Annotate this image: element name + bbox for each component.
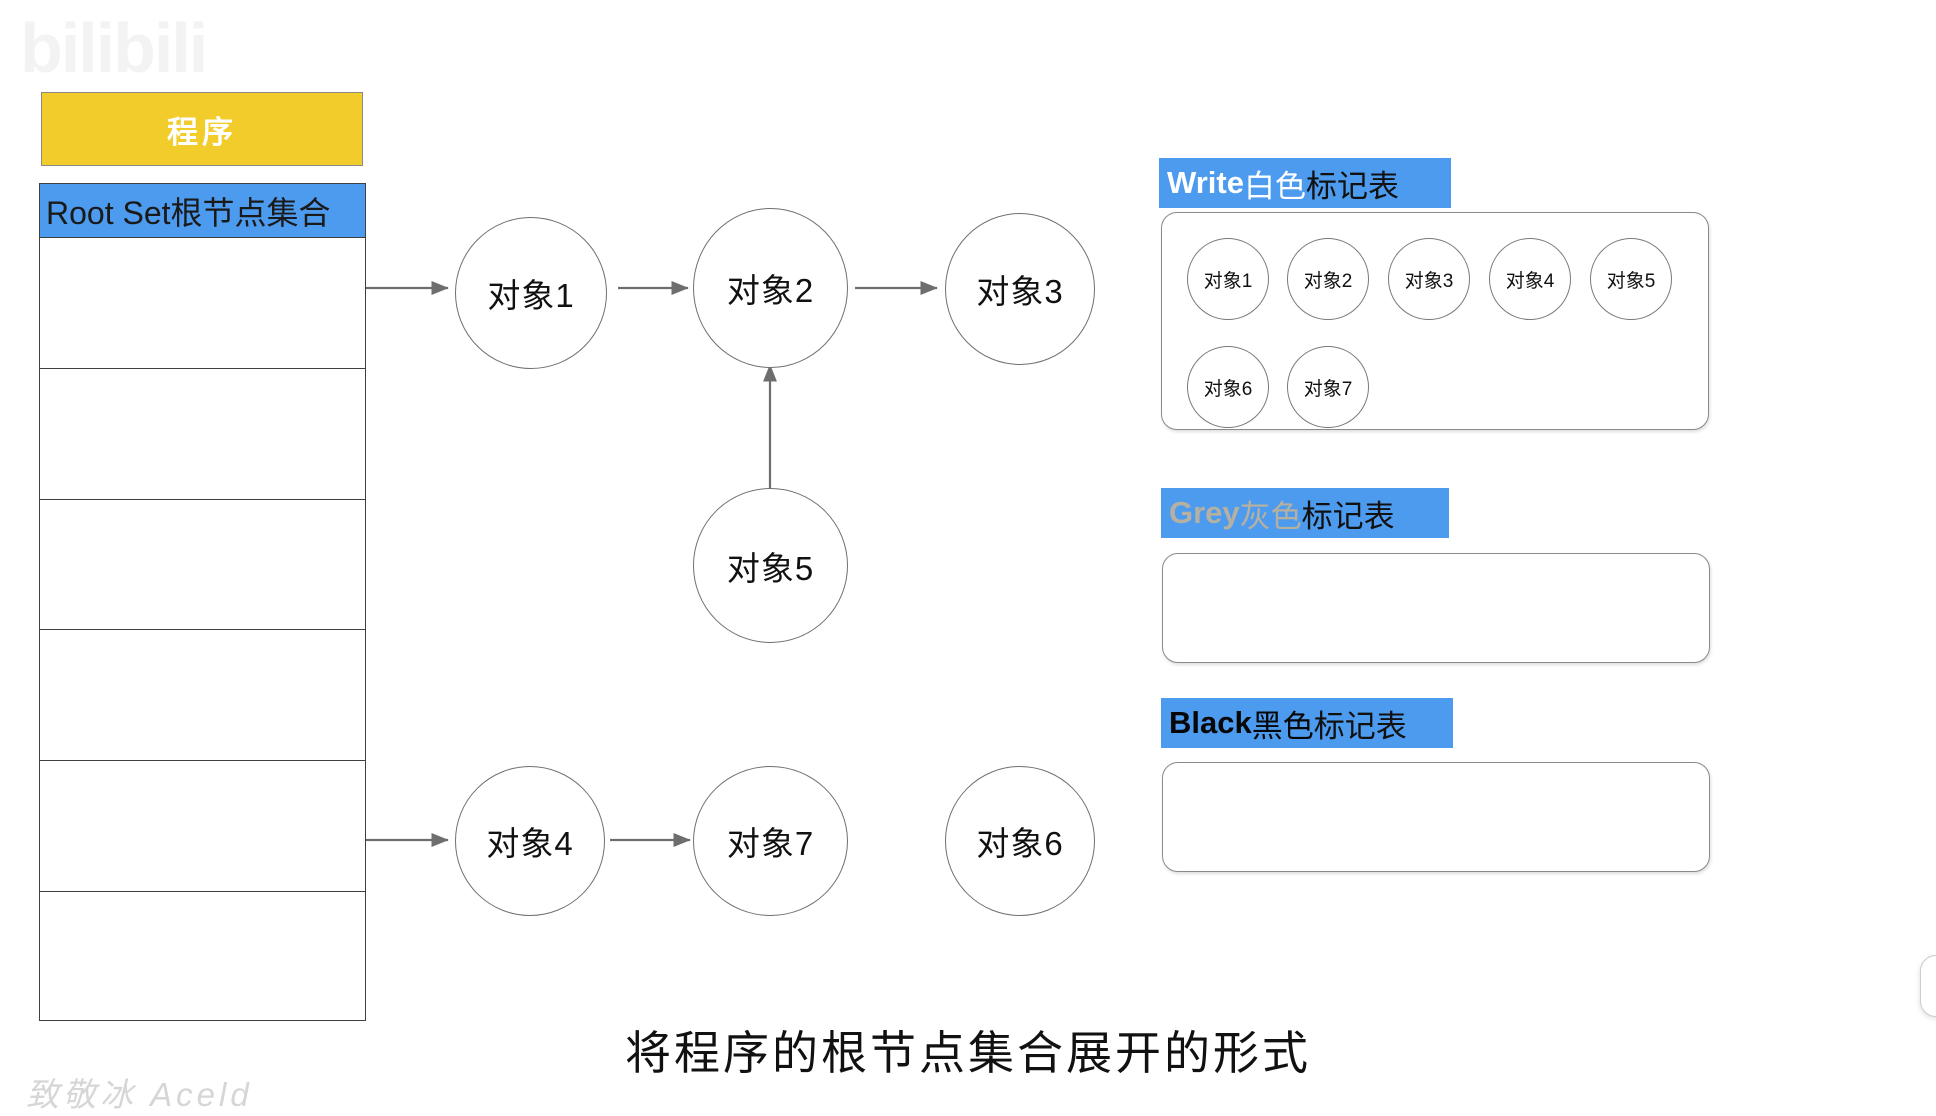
node-obj6[interactable]: 对象6 bbox=[945, 766, 1095, 916]
white-chip-4[interactable]: 对象4 bbox=[1489, 238, 1571, 320]
grey-title-en: Grey bbox=[1169, 495, 1240, 530]
white-chip-3[interactable]: 对象3 bbox=[1388, 238, 1470, 320]
white-chip-2[interactable]: 对象2 bbox=[1287, 238, 1369, 320]
root-set-table: Root Set根节点集合 bbox=[39, 183, 366, 1021]
black-title-en: Black bbox=[1169, 705, 1252, 740]
white-chip-1[interactable]: 对象1 bbox=[1187, 238, 1269, 320]
root-set-header: Root Set根节点集合 bbox=[40, 184, 365, 237]
grey-mark-table-box bbox=[1162, 553, 1710, 663]
root-set-row-4[interactable] bbox=[40, 629, 365, 760]
black-title-tail: 标记表 bbox=[1313, 708, 1407, 744]
node-obj5[interactable]: 对象5 bbox=[693, 488, 848, 643]
offscreen-rounded-shape bbox=[1920, 955, 1936, 1017]
black-mark-table-header: Black 黑色 标记表 bbox=[1161, 698, 1453, 748]
root-set-row-1[interactable] bbox=[40, 237, 365, 368]
root-set-row-5[interactable] bbox=[40, 760, 365, 891]
node-obj3[interactable]: 对象3 bbox=[945, 213, 1095, 365]
node-obj7[interactable]: 对象7 bbox=[693, 766, 848, 916]
bilibili-watermark: bilibili bbox=[20, 9, 208, 87]
author-watermark: 致敬冰 Aceld bbox=[26, 1076, 253, 1113]
black-title-cn: 黑色 bbox=[1251, 708, 1314, 744]
white-mark-table-box: 对象1 对象2 对象3 对象4 对象5 对象6 对象7 bbox=[1161, 212, 1709, 430]
program-box: 程序 bbox=[41, 92, 363, 166]
white-chip-5[interactable]: 对象5 bbox=[1590, 238, 1672, 320]
root-set-row-2[interactable] bbox=[40, 367, 365, 499]
node-obj2[interactable]: 对象2 bbox=[693, 208, 848, 368]
white-chip-7[interactable]: 对象7 bbox=[1287, 346, 1369, 428]
root-set-row-6[interactable] bbox=[40, 890, 365, 1022]
white-mark-table-header: Write 白色 标记表 bbox=[1159, 158, 1451, 208]
white-chip-6[interactable]: 对象6 bbox=[1187, 346, 1269, 428]
grey-title-tail: 标记表 bbox=[1301, 498, 1395, 534]
grey-title-cn: 灰色 bbox=[1239, 498, 1302, 534]
white-title-cn: 白色 bbox=[1243, 168, 1306, 204]
grey-mark-table-header: Grey 灰色 标记表 bbox=[1161, 488, 1449, 538]
node-obj1[interactable]: 对象1 bbox=[455, 217, 607, 369]
white-title-en: Write bbox=[1167, 165, 1244, 200]
root-set-row-3[interactable] bbox=[40, 498, 365, 630]
white-title-tail: 标记表 bbox=[1305, 168, 1399, 204]
black-mark-table-box bbox=[1162, 762, 1710, 872]
figure-caption: 将程序的根节点集合展开的形式 bbox=[625, 1027, 1311, 1079]
node-obj4[interactable]: 对象4 bbox=[455, 766, 605, 916]
